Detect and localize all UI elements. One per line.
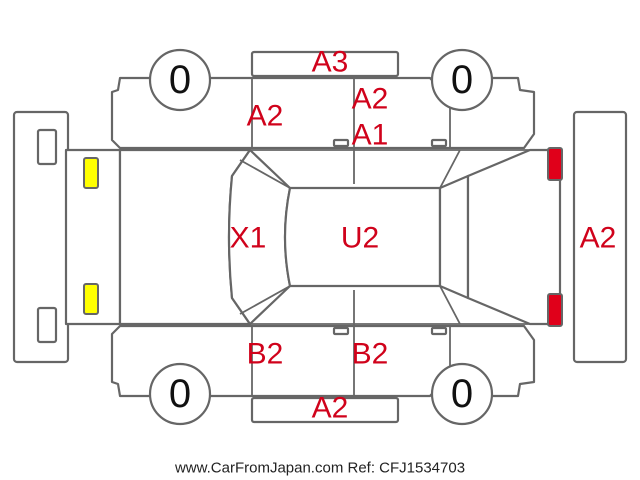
code-hood: X1	[230, 222, 267, 255]
code-top-rear-door: A2	[352, 83, 389, 116]
front-lamp-top	[83, 157, 99, 189]
tire-rear-right: 0	[430, 362, 494, 426]
tire-rear-right-value: 0	[451, 372, 473, 416]
code-bottom-front-door: B2	[247, 338, 284, 371]
front-bumper	[12, 110, 70, 364]
top-body-outline	[64, 148, 562, 326]
rear-bumper	[572, 110, 628, 364]
front-lamps	[83, 157, 99, 315]
rear-lamp-bottom	[547, 293, 563, 327]
code-top-roof-rail: A3	[312, 46, 349, 79]
tire-rear-left-value: 0	[451, 58, 473, 102]
code-rear-bumper: A2	[580, 222, 617, 255]
code-top-rear-door-lower: A1	[352, 119, 389, 152]
rear-lamps	[547, 147, 563, 327]
tire-front-left: 0	[148, 48, 212, 112]
tire-front-right: 0	[148, 362, 212, 426]
tire-rear-left: 0	[430, 48, 494, 112]
bottom-roof-rail	[250, 396, 400, 424]
rear-lamp-top	[547, 147, 563, 181]
tire-front-left-value: 0	[169, 58, 191, 102]
front-lamp-bottom	[83, 283, 99, 315]
top-roof-rail	[250, 50, 400, 78]
code-top-front-door: A2	[247, 100, 284, 133]
damage-codes: A3 A2 A2 A1 X1 U2 A2 B2 B2 A2	[230, 46, 617, 425]
code-bottom-roof-rail: A2	[312, 392, 349, 425]
footer-reference: www.CarFromJapan.com Ref: CFJ1534703	[174, 460, 465, 477]
code-bottom-rear-door: B2	[352, 338, 389, 371]
tire-front-right-value: 0	[169, 372, 191, 416]
code-roof: U2	[341, 222, 379, 255]
